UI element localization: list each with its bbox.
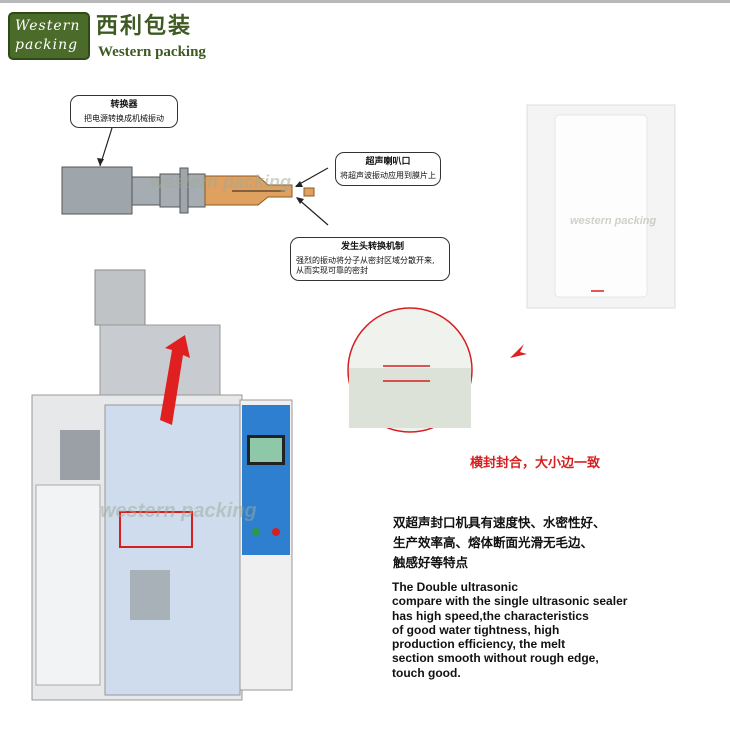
chinese-description: 双超声封口机具有速度快、水密性好、 生产效率高、熔体断面光滑无毛边、 触感好等特… [393, 513, 606, 573]
logo-badge: Western packing [8, 12, 90, 60]
logo-english: Western packing [98, 44, 206, 60]
logo-chinese: 西利包装 [96, 14, 193, 39]
english-description: The Double ultrasonic compare with the s… [392, 580, 627, 680]
callout-title: 转换器 [110, 100, 138, 110]
en-line: touch good. [392, 665, 461, 680]
control-panel [242, 405, 290, 555]
en-line: The Double ultrasonic [392, 580, 519, 594]
callout-horn: 超声喇叭口 将超声波振动应用到膜片上 [335, 152, 441, 186]
start-button[interactable] [252, 528, 260, 536]
horn-pointer [295, 167, 329, 187]
logo-line2: packing [15, 37, 79, 53]
mechanism-pointer [296, 197, 329, 226]
cn-line: 生产效率高、熔体断面光滑无毛边、 [393, 535, 594, 550]
hopper [94, 269, 146, 326]
film-block [303, 187, 315, 197]
product-bag [554, 114, 648, 298]
stop-button[interactable] [272, 528, 280, 536]
callout-title: 发生头转换机制 [340, 242, 404, 252]
en-line: of good water tightness, high [392, 622, 560, 637]
sealer-highlight [119, 511, 193, 548]
callout-desc: 从而实现可靠的密封 [296, 266, 368, 275]
machine-arrow [160, 335, 190, 425]
shaft [131, 176, 163, 206]
logo-line1: Western [15, 18, 81, 34]
en-line: section smooth without rough edge, [392, 651, 599, 666]
watermark-diagram: western packing [150, 172, 292, 192]
callout-desc: 强烈的振动将分子从密封区域分散开来, [296, 256, 435, 265]
callout-title: 超声喇叭口 [365, 157, 411, 167]
top-border [0, 0, 730, 3]
pointer-arrow [510, 336, 545, 358]
cn-line: 双超声封口机具有速度快、水密性好、 [393, 515, 606, 530]
converter-body [61, 166, 133, 215]
en-line: has high speed,the characteristics [392, 608, 589, 623]
en-line: production efficiency, the melt [392, 637, 566, 652]
callout-mechanism: 发生头转换机制 强烈的振动将分子从密封区域分散开来, 从而实现可靠的密封 [290, 237, 450, 281]
dosing-unit [99, 324, 221, 396]
callout-desc: 将超声波振动应用到膜片上 [340, 171, 436, 180]
callout-desc: 把电源转换成机械振动 [84, 114, 164, 123]
watermark-bag: western packing [570, 215, 657, 227]
machine-window [104, 404, 241, 696]
watermark-machine: western packing [100, 500, 257, 522]
cn-line: 触感好等特点 [393, 555, 469, 570]
callout-converter: 转换器 把电源转换成机械振动 [70, 95, 178, 128]
seal-caption: 横封封合，大小边一致 [469, 456, 600, 471]
machine-door [35, 484, 101, 686]
touch-screen[interactable] [250, 438, 282, 462]
en-line: compare with the single ultrasonic seale… [392, 594, 628, 609]
